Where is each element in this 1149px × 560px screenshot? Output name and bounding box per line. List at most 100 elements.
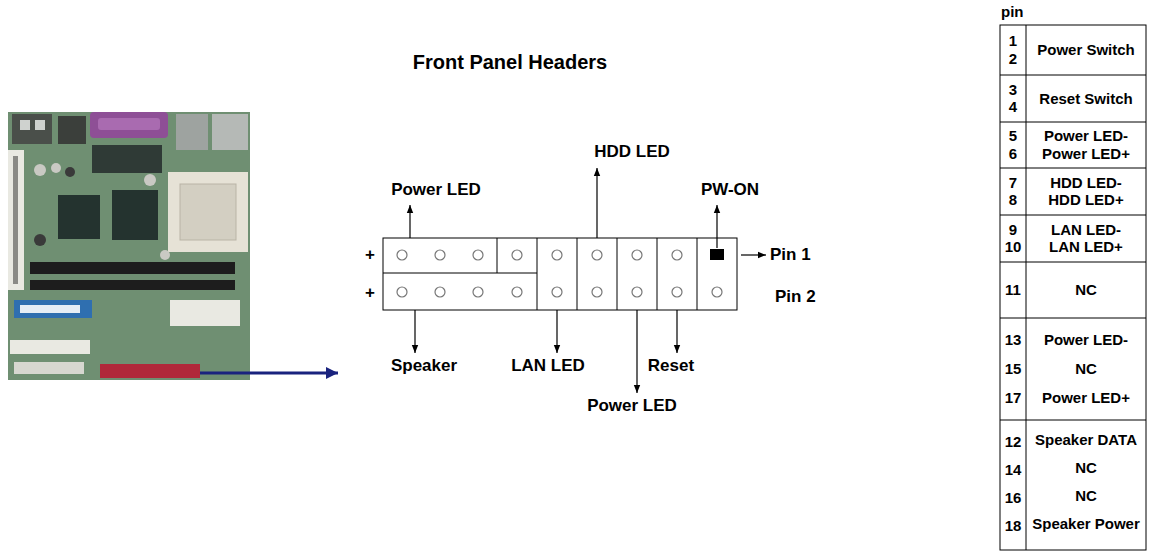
capacitor: [51, 163, 61, 173]
pin-marker: Pin 1: [770, 245, 811, 265]
table-cell: NC: [1075, 459, 1097, 476]
header-label: PW-ON: [701, 180, 759, 200]
pin: [397, 250, 407, 260]
pin: [632, 250, 642, 260]
table-cell: Power Switch: [1037, 41, 1135, 58]
table-cell: NC: [1075, 281, 1097, 298]
pin-number: 6: [1009, 145, 1017, 162]
group-divider: [383, 273, 537, 274]
cpu-socket: [180, 184, 236, 240]
capacitor: [34, 234, 46, 246]
header-label: Speaker: [391, 356, 457, 376]
table-rule: [1000, 215, 1146, 216]
table-rule: [1000, 122, 1146, 123]
port: [35, 120, 45, 130]
polarity-mark: +: [365, 245, 375, 265]
pin-number: 2: [1009, 50, 1017, 67]
header-label: Power LED: [391, 180, 481, 200]
table-cell: Power LED+: [1042, 389, 1130, 406]
pin-number: 14: [1005, 461, 1022, 478]
header-label: Reset: [648, 356, 694, 376]
table-cell: HDD LED-: [1050, 174, 1122, 191]
leader-arrow: [414, 310, 415, 353]
leader-arrow: [716, 205, 717, 248]
pin-number: 17: [1005, 389, 1022, 406]
leader-arrow: [636, 310, 637, 393]
group-divider: [537, 238, 538, 310]
table-cell: Speaker DATA: [1035, 431, 1137, 448]
leader-arrow: [741, 254, 766, 255]
group-divider: [497, 238, 498, 273]
table-cell: Power LED-: [1044, 331, 1128, 348]
ram-slot: [30, 280, 235, 290]
table-cell: Power LED-: [1044, 127, 1128, 144]
ram-slot: [30, 262, 235, 274]
pin: [435, 250, 445, 260]
pin: [512, 250, 522, 260]
table-cell: NC: [1075, 360, 1097, 377]
pin-number: 12: [1005, 433, 1022, 450]
table-rule: [1000, 168, 1146, 169]
capacitor: [160, 250, 170, 260]
port: [176, 114, 208, 150]
ide-connector: [14, 362, 84, 374]
pin: [672, 287, 682, 297]
header-outline: [383, 238, 737, 310]
pin-number: 8: [1009, 191, 1017, 208]
ide-connector: [10, 340, 90, 354]
table-cell: HDD LED+: [1048, 191, 1123, 208]
table-rule: [1026, 25, 1027, 550]
pin: [672, 250, 682, 260]
group-divider: [617, 238, 618, 310]
pin-number: 11: [1005, 281, 1021, 298]
table-rule: [1000, 75, 1146, 76]
pin-one-square: [710, 249, 724, 260]
polarity-mark: +: [365, 283, 375, 303]
leader-arrow: [556, 310, 557, 353]
table-outline: [1000, 25, 1146, 550]
header-label: HDD LED: [594, 142, 670, 162]
pin: [397, 287, 407, 297]
pin-number: 16: [1005, 489, 1022, 506]
pin-number: 10: [1005, 238, 1022, 255]
capacitor: [34, 164, 46, 176]
header-label: Power LED: [587, 396, 677, 416]
cpu-socket: [168, 172, 248, 252]
column-heading: pin: [1001, 3, 1024, 20]
ide-connector: [100, 364, 200, 378]
pin-number: 5: [1009, 127, 1017, 144]
leader-arrow: [596, 168, 597, 238]
leader-arrow: [409, 205, 410, 238]
parallel-port: [90, 112, 168, 138]
diagram-title: Front Panel Headers: [413, 51, 608, 74]
pin: [592, 250, 602, 260]
pin: [632, 287, 642, 297]
pin-number: 7: [1009, 174, 1017, 191]
motherboard-photo: [8, 112, 250, 380]
table-cell: Reset Switch: [1039, 90, 1132, 107]
port: [58, 116, 86, 144]
pin-number: 13: [1005, 331, 1022, 348]
chip: [58, 195, 100, 239]
table-cell: NC: [1075, 487, 1097, 504]
leaders: [410, 168, 766, 393]
port: [12, 114, 52, 144]
board: [8, 112, 250, 380]
table-cell: Power LED+: [1042, 145, 1130, 162]
pin-header: [383, 238, 737, 310]
pin: [552, 287, 562, 297]
pin: [473, 287, 483, 297]
pci-slot: [8, 150, 24, 290]
group-divider: [657, 238, 658, 310]
capacitor: [65, 167, 75, 177]
sticker: [20, 305, 80, 313]
group-divider: [577, 238, 578, 310]
sticker: [14, 300, 92, 318]
table-cell: Speaker Power: [1032, 515, 1140, 532]
pin-number: 3: [1009, 81, 1017, 98]
group-divider: [697, 238, 698, 310]
pin-number: 18: [1005, 517, 1022, 534]
